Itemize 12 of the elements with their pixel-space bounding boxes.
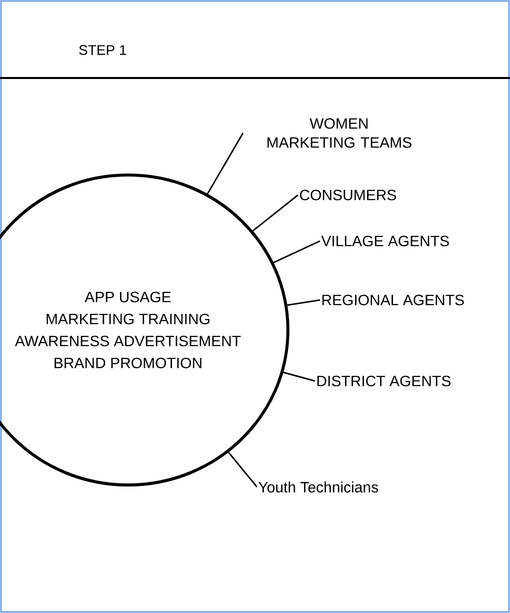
label-text: VILLAGE AGENTS [321,236,449,246]
label-text: DISTRICT AGENTS [317,376,450,386]
connector-line [228,452,258,488]
title: STEP 1 [79,45,126,55]
label-text: REGIONAL AGENTS [322,294,464,306]
connector-line [252,194,298,232]
label-text: CONSUMERS [300,190,396,200]
connector-line [287,299,320,306]
connector-line [283,372,316,382]
connector-line [206,132,244,194]
connector-line [273,240,320,264]
label-text: WOMEN MARKETING TEAMS [268,118,412,148]
